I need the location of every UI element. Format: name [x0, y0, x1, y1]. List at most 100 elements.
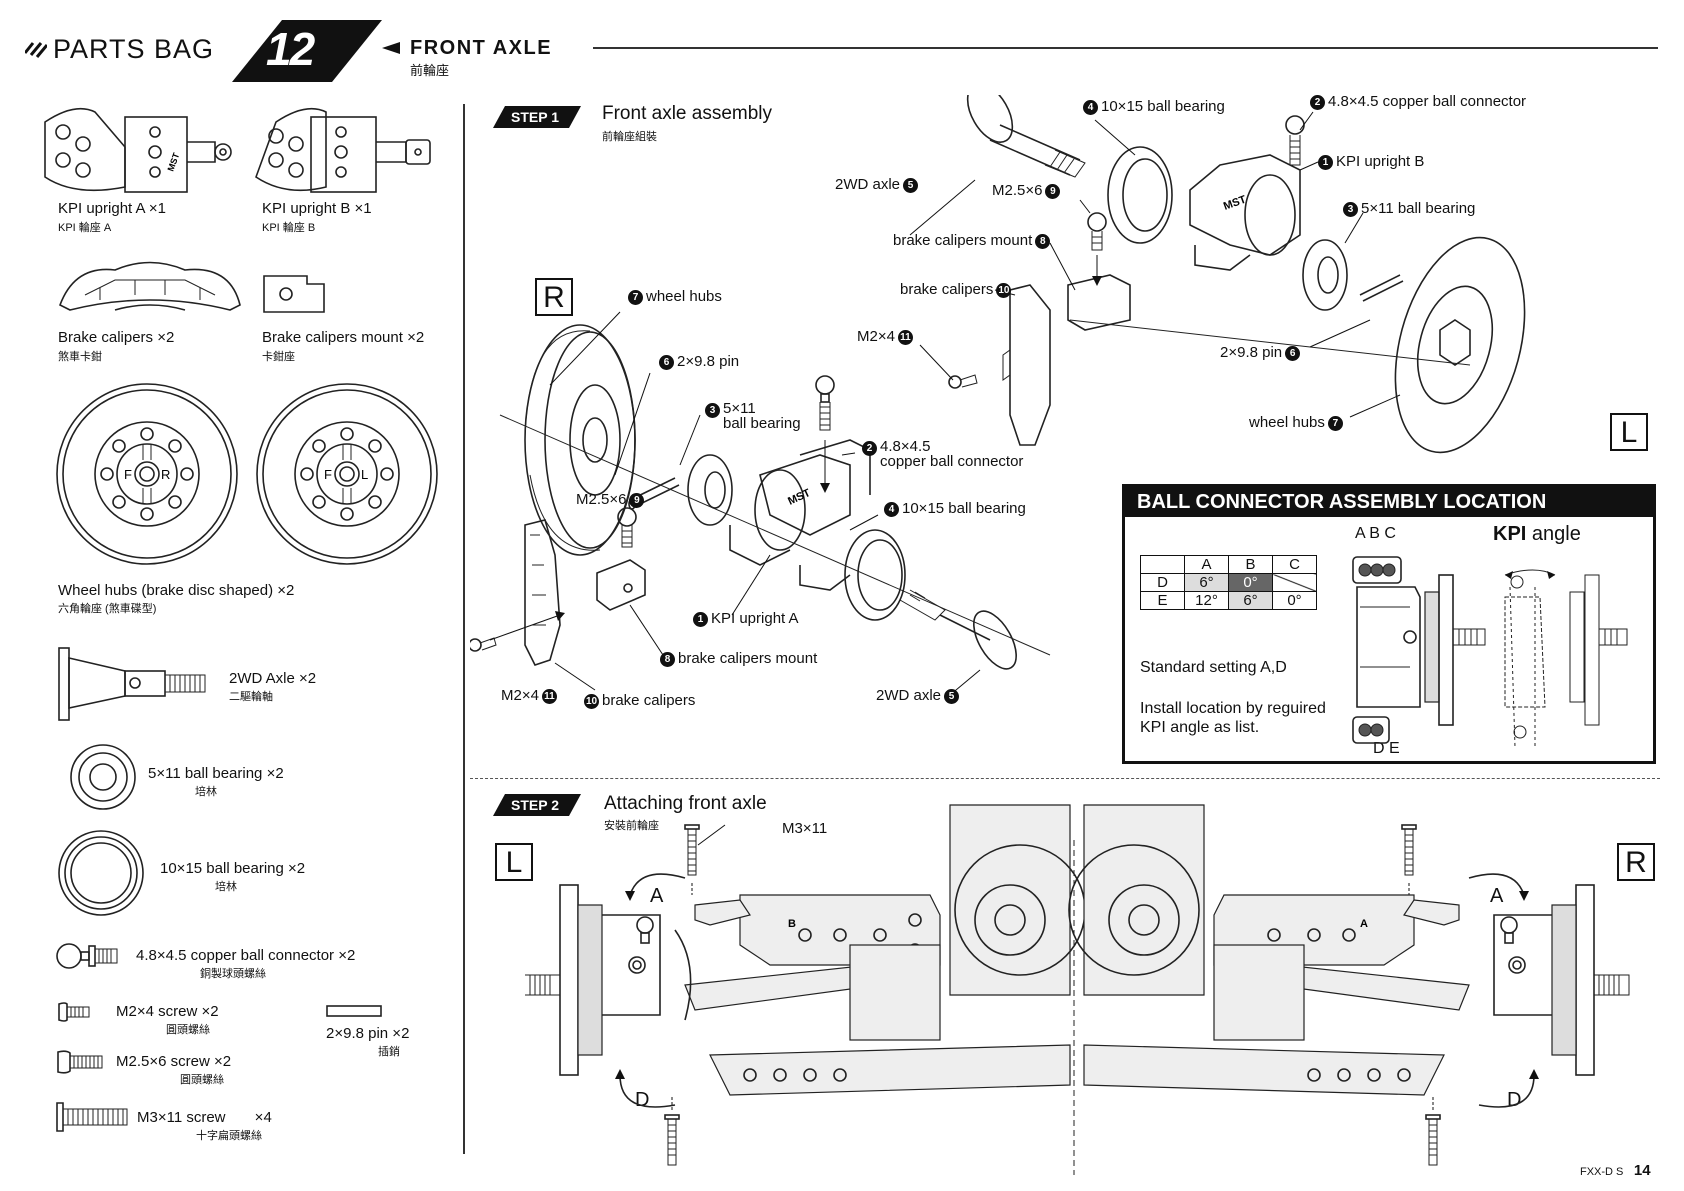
side-marker-right: R — [535, 278, 573, 316]
step2-side-right: R — [1617, 843, 1655, 881]
pin-illustration — [326, 1005, 382, 1017]
step2: STEP 2 Attaching front axle 安裝前輪座 L R M3… — [470, 785, 1684, 1185]
m3x11-screw-illustration — [56, 1102, 128, 1132]
part-m2x4-screw: M2×4 screw ×2 — [116, 1003, 219, 1020]
side-marker-left: L — [1610, 413, 1648, 451]
section-title-zh: 前輪座 — [410, 63, 450, 78]
table-col-a: A — [1184, 555, 1229, 574]
part-pin-zh: 插銷 — [378, 1046, 400, 1058]
ball-connector-box: BALL CONNECTOR ASSEMBLY LOCATION A B C D… — [1122, 484, 1656, 764]
m25x6-screw-illustration — [57, 1050, 103, 1074]
arm-label-b: B — [788, 918, 796, 930]
step2-pos-a-left: A — [650, 885, 664, 907]
part-m3x11-screw-zh: 十字扁頭螺絲 — [196, 1130, 262, 1142]
table-cell-ea: 12° — [1184, 591, 1229, 610]
table-row-d: D — [1140, 573, 1185, 592]
kpi-table: A B C D 6° 0° E 12° 6° 0° — [1140, 555, 1317, 610]
part-wheel-hubs-zh: 六角輪座 (煞車碟型) — [58, 603, 157, 615]
table-cell-eb: 6° — [1228, 591, 1273, 610]
part-2wd-axle: 2WD Axle ×2 — [229, 670, 317, 687]
svg-text:MST: MST — [1222, 194, 1248, 213]
step1-title: Front axle assembly — [602, 103, 773, 124]
bag-number-badge — [232, 20, 382, 82]
table-row-e: E — [1140, 591, 1185, 610]
kpi-upright-b-illustration — [255, 107, 431, 193]
footer-page: 14 — [1633, 1162, 1651, 1179]
svg-text:F: F — [124, 467, 132, 482]
part-brake-calipers-mount-zh: 卡鉗座 — [262, 351, 295, 363]
part-kpi-upright-b: KPI upright B ×1 — [262, 200, 372, 217]
part-m2x4-screw-zh: 圓頭螺絲 — [166, 1024, 210, 1036]
step2-title-zh: 安裝前輪座 — [604, 820, 659, 832]
ball-connector-title: BALL CONNECTOR ASSEMBLY LOCATION — [1125, 487, 1653, 517]
part-m25x6-screw-zh: 圓頭螺絲 — [180, 1074, 224, 1086]
wheel-hubs-illustration: F R F L — [56, 383, 438, 565]
bottom-hole-labels: D E — [1373, 740, 1400, 757]
svg-text:MST: MST — [165, 151, 181, 173]
kpi-angle-label: KPI angle — [1493, 523, 1581, 546]
part-m25x6-screw: M2.5×6 screw ×2 — [116, 1053, 232, 1070]
right-side-assembly-illustration: MST — [470, 95, 1526, 696]
table-col-b: B — [1228, 555, 1273, 574]
kpi-diagram — [1352, 556, 1628, 748]
part-kpi-upright-b-zh: KPI 輪座 B — [262, 222, 316, 234]
part-brake-calipers-mount: Brake calipers mount ×2 — [262, 329, 425, 346]
bearing-10x15-illustration — [58, 830, 144, 916]
hatch-icon — [25, 42, 47, 58]
part-2wd-axle-zh: 二驅輪軸 — [229, 691, 273, 703]
step1-title-zh: 前輪座組裝 — [602, 131, 657, 143]
chassis-illustration: B A — [525, 804, 1630, 1175]
part-bearing-5x11: 5×11 ball bearing ×2 — [148, 765, 284, 782]
table-cell-db: 0° — [1228, 573, 1273, 592]
part-brake-calipers-zh: 煞車卡鉗 — [58, 351, 102, 363]
table-cell-da: 6° — [1184, 573, 1229, 592]
part-bearing-10x15-zh: 培林 — [215, 881, 237, 893]
step1-badge: STEP 1 — [493, 106, 581, 128]
table-corner — [1140, 555, 1185, 574]
step2-side-left: L — [495, 843, 533, 881]
footer-model: FXX-D S — [1580, 1166, 1624, 1178]
section-title: FRONT AXLE — [410, 37, 553, 59]
table-cell-dc — [1272, 573, 1317, 592]
install-note: Install location by reguired KPI angle a… — [1140, 700, 1326, 736]
table-cell-ec: 0° — [1272, 591, 1317, 610]
step2-screw-label: M3×11 — [782, 820, 828, 837]
step2-title: Attaching front axle — [604, 793, 767, 814]
step2-pos-a-right: A — [1490, 885, 1504, 907]
svg-text:L: L — [361, 467, 368, 482]
kpi-rest: angle — [1526, 523, 1581, 545]
parts-list: MST KPI upright A ×1 KPI 輪座 A KPI uprigh… — [0, 90, 460, 1170]
column-divider — [463, 104, 465, 1154]
part-wheel-hubs: Wheel hubs (brake disc shaped) ×2 — [58, 582, 295, 599]
part-kpi-upright-a-zh: KPI 輪座 A — [58, 222, 112, 234]
brake-calipers-mount-illustration — [263, 275, 325, 313]
kpi-bold: KPI — [1493, 523, 1527, 545]
part-bearing-10x15: 10×15 ball bearing ×2 — [160, 860, 306, 877]
m2x4-screw-illustration — [58, 1002, 90, 1022]
bag-number: 12 — [266, 23, 315, 75]
step2-pos-d-left: D — [635, 1089, 650, 1111]
header-rule — [593, 47, 1658, 49]
arm-label-a: A — [1360, 918, 1368, 930]
part-m3x11-screw: M3×11 screw ×4 — [137, 1109, 272, 1126]
step2-badge: STEP 2 — [493, 794, 581, 816]
header: PARTS BAG 12 FRONT AXLE 前輪座 — [0, 0, 1684, 90]
footer: FXX-D S 14 — [1580, 1162, 1651, 1180]
standard-note: Standard setting A,D — [1140, 659, 1287, 676]
part-brake-calipers: Brake calipers ×2 — [58, 329, 175, 346]
table-col-c: C — [1272, 555, 1317, 574]
